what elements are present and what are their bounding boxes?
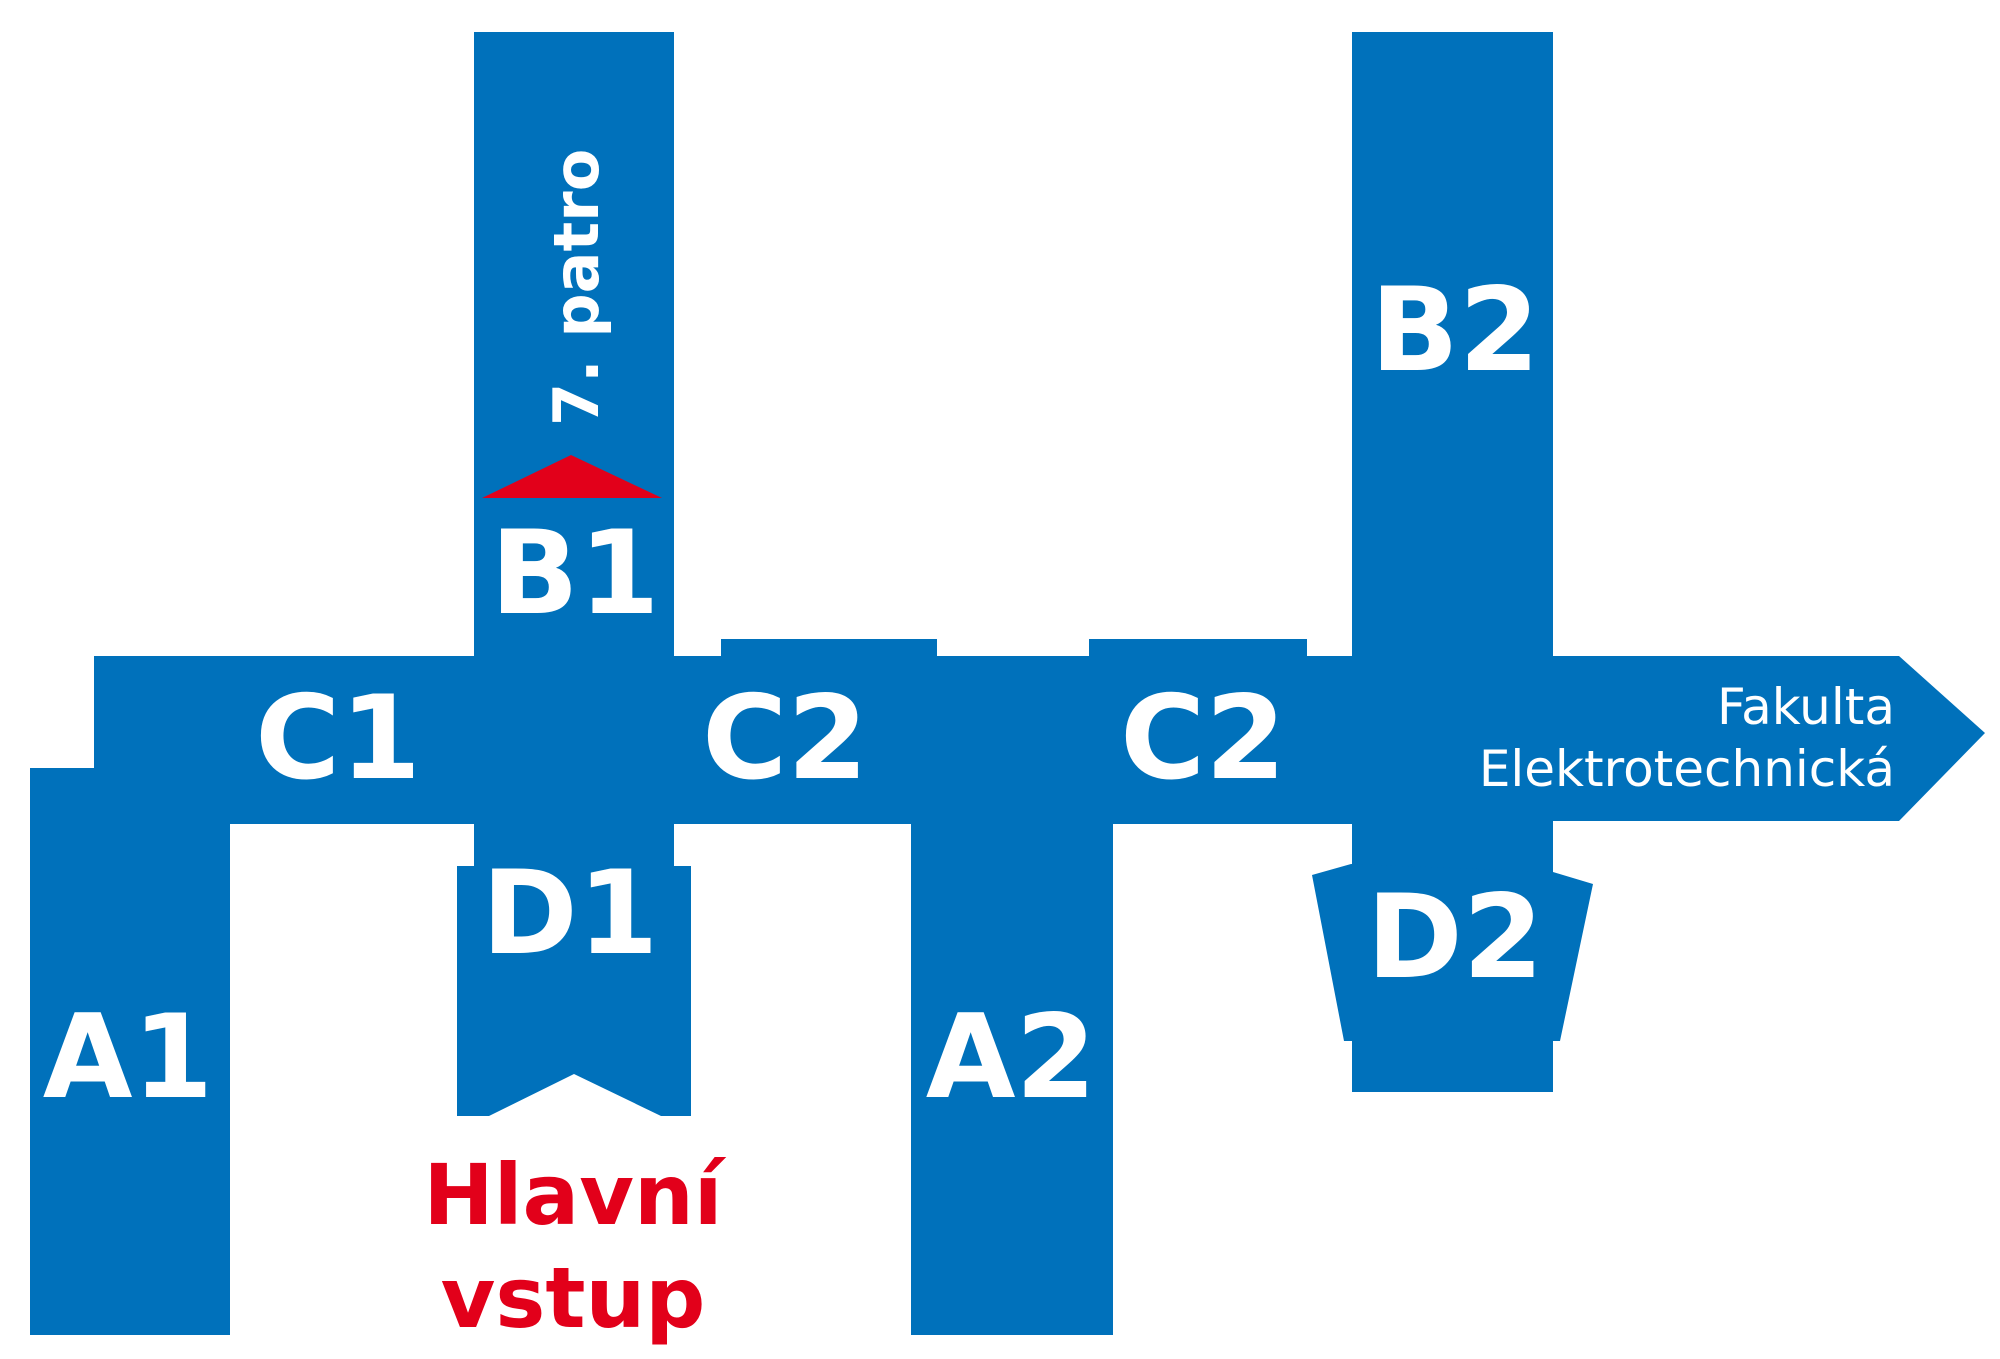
wing-label-a2: A2	[926, 990, 1097, 1125]
wing-d1-neck	[474, 820, 674, 868]
wing-b1	[474, 32, 674, 824]
wing-label-c1: C1	[255, 671, 421, 806]
wing-label-b2: B2	[1370, 263, 1539, 398]
wing-label-c2-right: C2	[1120, 671, 1286, 806]
wing-label-d2: D2	[1366, 870, 1543, 1005]
wing-d2	[1312, 864, 1593, 1092]
wing-label-a1: A1	[43, 990, 214, 1125]
wing-label-b1: B1	[490, 506, 659, 641]
destination-label-line1: Fakulta	[1717, 678, 1895, 736]
wing-d1	[457, 866, 691, 1116]
wing-label-d1: D1	[481, 846, 658, 981]
entrance-label-line1: Hlavní	[423, 1146, 726, 1244]
corridor-c2-left-bump	[721, 639, 937, 659]
wing-label-c2-left: C2	[702, 671, 868, 806]
corridor-c2-left	[674, 656, 914, 824]
up-triangle-icon	[482, 455, 662, 498]
corridor-c2-right-main	[1100, 656, 1356, 824]
building-shapes	[30, 32, 1985, 1335]
destination-label-line2: Elektrotechnická	[1479, 740, 1895, 798]
wing-a2	[911, 820, 1113, 1335]
entrance-label-line2: vstup	[441, 1249, 706, 1347]
right-arrow-icon	[1550, 656, 1985, 821]
corridor-c2-right-bump	[1089, 639, 1307, 659]
wing-b2	[1352, 32, 1553, 824]
floor-note: 7. patro	[540, 149, 613, 426]
wing-a1	[30, 656, 230, 1335]
corridor-c2-mid	[912, 656, 1104, 824]
corridor-c1	[94, 656, 474, 824]
